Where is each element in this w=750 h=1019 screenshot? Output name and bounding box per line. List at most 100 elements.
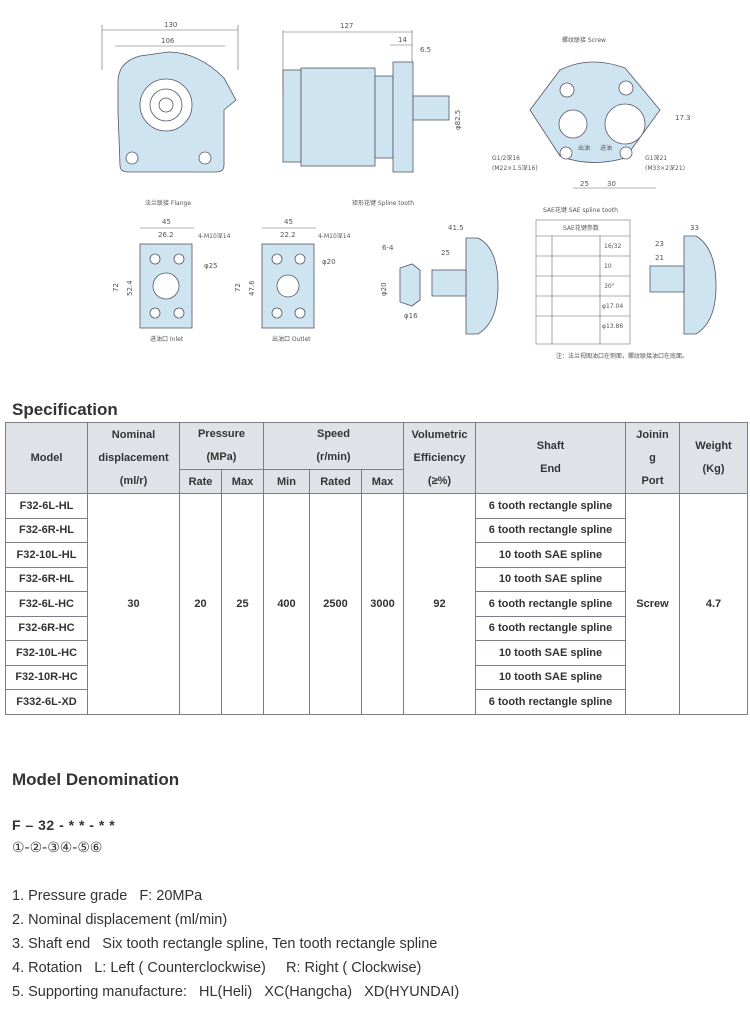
header-pressure-max: Max: [221, 469, 264, 494]
screw-title: 螺纹联接 Screw: [562, 36, 606, 44]
max-speed-cell: 3000: [361, 493, 404, 715]
m33-label: (M33×2深21): [645, 164, 685, 172]
dim-127: 127: [340, 22, 353, 30]
max-pressure-cell: 25: [221, 493, 264, 715]
port-cell: Screw: [625, 493, 680, 715]
model-code-positions: ①-②-③④-⑤⑥: [12, 840, 103, 856]
model-cell: F32-10R-HC: [5, 664, 88, 690]
sae-r5: φ13.86: [602, 323, 623, 330]
shaft-cell: 6 tooth rectangle spline: [475, 689, 626, 715]
g1-2-label: G1/2深16: [492, 154, 520, 162]
header-rate: Rate: [179, 469, 222, 494]
outlet-dim-47-6: 47.6: [248, 280, 256, 296]
sae-dim-23: 23: [655, 240, 664, 248]
model-cell: F32-6R-HL: [5, 517, 88, 543]
min-speed-cell: 400: [263, 493, 310, 715]
outlet-thread: 4-M10深14: [318, 232, 351, 240]
table-row: F32-6L-HC 6 tooth rectangle spline: [5, 591, 748, 617]
shaft-cell: 10 tooth SAE spline: [475, 542, 626, 568]
inlet-dim-72: 72: [112, 283, 120, 292]
dim-130: 130: [164, 21, 177, 29]
model-cell: F332-6L-XD: [5, 689, 88, 715]
dim-6-5: 6.5: [420, 46, 431, 54]
spline-dia-a: φ20: [380, 282, 388, 296]
specification-title: Specification: [12, 400, 118, 419]
m22-label: (M22×1.5深16): [492, 164, 538, 172]
dim-30: 30: [607, 180, 616, 188]
outlet-label: 出油口 Outlet: [272, 335, 311, 343]
technical-drawing: .part { fill: #cfe4f1; stroke: #556; str…: [101, 21, 717, 360]
model-cell: F32-6R-HL: [5, 566, 88, 592]
dim-14: 14: [398, 36, 407, 44]
efficiency-cell: 92: [403, 493, 476, 715]
side-view: 127 14 6.5 φ82.5 矩形花键 Spline tooth: [282, 22, 462, 207]
denomination-item-2: 2. Nominal displacement (ml/min): [12, 912, 228, 928]
dim-17-3: 17.3: [675, 114, 691, 122]
rectangle-spline-view: 41.5 25 6-4 φ20 φ16: [380, 224, 499, 335]
header-speed-max: Max: [361, 469, 404, 494]
drawing-note: 注：法兰视图油口在侧面，螺纹联接油口在底面。: [556, 352, 688, 360]
table-row: F32-6R-HL 6 tooth rectangle spline: [5, 517, 748, 543]
table-row: F32-10R-HC 10 tooth SAE spline: [5, 664, 748, 690]
port-in-label: 进油: [600, 144, 612, 152]
weight-cell: 4.7: [679, 493, 748, 715]
inlet-label: 进油口 Inlet: [150, 335, 184, 343]
sae-r2: 10: [604, 263, 612, 270]
table-row: F32-10L-HL 10 tooth SAE spline: [5, 542, 748, 568]
model-cell: F32-10L-HC: [5, 640, 88, 666]
header-speed: Speed(r/min): [263, 422, 404, 470]
sae-parameter-table: SAE花键参数 16/32 10 30° φ17.04 φ13.86: [535, 219, 631, 345]
sae-dim-21: 21: [655, 254, 664, 262]
dim-106: 106: [161, 37, 175, 45]
header-speed-min: Min: [263, 469, 310, 494]
inlet-view: 45 26.2 4-M10深14 φ25 72 52.4 进油口 Inlet: [112, 218, 231, 343]
rated-speed-cell: 2500: [309, 493, 362, 715]
model-cell: F32-6L-HC: [5, 591, 88, 617]
g1-label: G1深21: [645, 154, 667, 162]
rate-cell: 20: [179, 493, 222, 715]
shaft-cell: 6 tooth rectangle spline: [475, 493, 626, 519]
sae-table-title: SAE花键参数: [563, 224, 599, 232]
sae-spline-label: SAE花键 SAE spline tooth: [543, 206, 618, 214]
sae-shaft-view: 33 23 21 注：法兰视图油口在侧面，螺纹联接油口在底面。: [556, 224, 717, 360]
header-model: Model: [5, 422, 88, 494]
shaft-cell: 6 tooth rectangle spline: [475, 591, 626, 617]
flange-front-view: 130 106 法兰联接 Flange: [101, 21, 239, 207]
table-row: F32-10L-HC 10 tooth SAE spline: [5, 640, 748, 666]
outlet-dim-45: 45: [284, 218, 293, 226]
shaft-cell: 10 tooth SAE spline: [475, 664, 626, 690]
denomination-item-1: 1. Pressure grade F: 20MPa: [12, 888, 203, 904]
shaft-cell: 6 tooth rectangle spline: [475, 517, 626, 543]
displacement-cell: 30: [87, 493, 180, 715]
shaft-cell: 10 tooth SAE spline: [475, 566, 626, 592]
denomination-item-5: 5. Supporting manufacture: HL(Heli) XC(H…: [12, 984, 460, 1000]
table-row: F332-6L-XD 6 tooth rectangle spline: [5, 689, 748, 715]
inlet-dim-45: 45: [162, 218, 171, 226]
denomination-item-3: 3. Shaft end Six tooth rectangle spline,…: [12, 936, 438, 952]
header-weight: Weight(Kg): [679, 422, 748, 494]
table-row: F32-6L-HL 30 20 25 400 2500 3000 92 6 to…: [5, 493, 748, 715]
header-pressure: Pressure(MPa): [179, 422, 264, 470]
inlet-dim-52-4: 52.4: [126, 280, 134, 296]
denomination-item-4: 4. Rotation L: Left ( Counterclockwise) …: [12, 960, 422, 976]
sae-r3: 30°: [604, 283, 615, 290]
port-out-label: 出油: [578, 144, 590, 152]
outlet-dim-22-2: 22.2: [280, 231, 296, 239]
outlet-view: 45 22.2 4-M10深14 φ20 72 47.6 出油口 Outlet: [234, 218, 351, 343]
header-speed-rated: Rated: [309, 469, 362, 494]
shaft-cell: 10 tooth SAE spline: [475, 640, 626, 666]
shaft-dia: φ82.5: [454, 110, 462, 130]
shaft-cell: 6 tooth rectangle spline: [475, 615, 626, 641]
spline-tooth-label: 矩形花键 Spline tooth: [352, 199, 414, 207]
outlet-bore: φ20: [322, 258, 336, 266]
inlet-dim-26-2: 26.2: [158, 231, 174, 239]
inlet-bore: φ25: [204, 262, 218, 270]
sae-r1: 16/32: [604, 243, 621, 250]
model-cell: F32-10L-HL: [5, 542, 88, 568]
outlet-dim-72: 72: [234, 283, 242, 292]
table-row: F32-6R-HL 10 tooth SAE spline: [5, 566, 748, 592]
